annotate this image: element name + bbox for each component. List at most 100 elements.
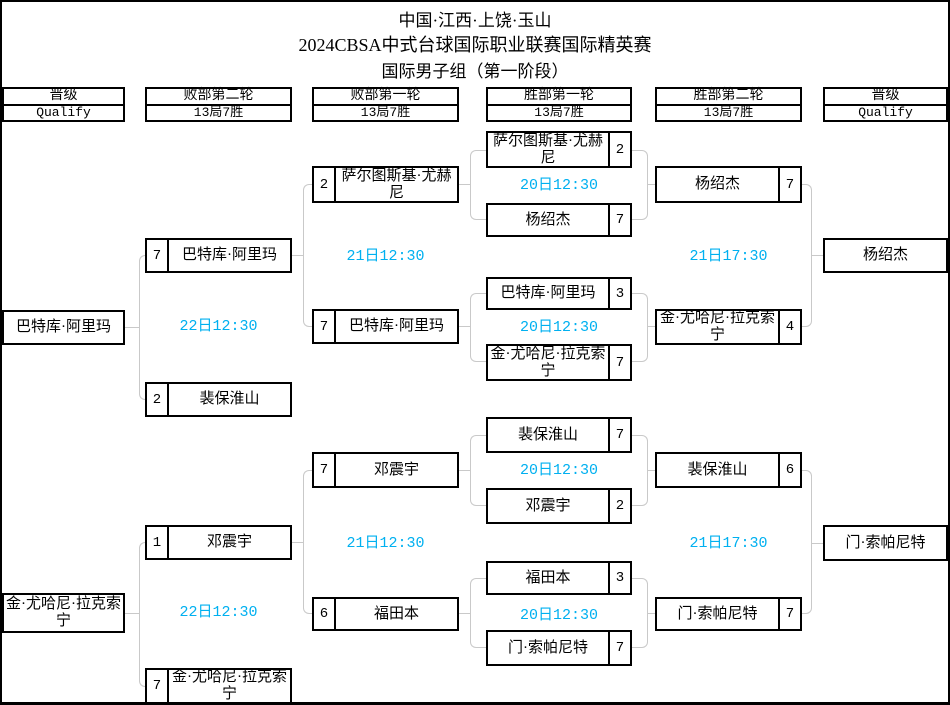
player-box-w1m2-p2: 金·尤哈尼·拉克索宁 7 xyxy=(486,344,632,381)
event-group-title: 国际男子组（第一阶段） xyxy=(381,62,569,81)
header-winners-r2: 胜部第二轮 13局7胜 xyxy=(655,87,802,122)
connector-tail xyxy=(125,327,139,328)
connector-l2-bottom xyxy=(139,542,145,687)
player-name: 巴特库·阿里玛 xyxy=(182,247,277,263)
header-round-label: 胜部第一轮 xyxy=(488,89,630,106)
player-name: 巴特库·阿里玛 xyxy=(500,285,596,301)
connector-tail xyxy=(812,543,823,544)
player-box-l1m2-p2: 6 福田本 xyxy=(312,597,459,631)
header-round-label: 败部第二轮 xyxy=(147,89,290,106)
score-cell: 7 xyxy=(608,205,630,235)
score-cell: 7 xyxy=(778,168,800,201)
score-cell: 1 xyxy=(147,527,169,558)
player-name: 门·索帕尼特 xyxy=(508,639,588,656)
connector-w1m3-left xyxy=(470,435,486,506)
player-box-w1m3-p1: 裴保淮山 7 xyxy=(486,417,632,453)
player-name: 裴保淮山 xyxy=(199,391,260,407)
player-name: 巴特库·阿里玛 xyxy=(349,318,444,334)
connector-l2-top xyxy=(139,255,145,400)
player-name: 邓震宇 xyxy=(206,534,252,550)
player-name: 裴保淮山 xyxy=(517,426,578,443)
player-name: 萨尔图斯基·尤赫尼 xyxy=(493,132,603,166)
connector-tail xyxy=(125,613,139,614)
player-box-w1m3-p2: 邓震宇 2 xyxy=(486,488,632,524)
score-cell: 4 xyxy=(778,311,800,343)
score-cell: 2 xyxy=(608,490,630,522)
qualifier-left-top: 巴特库·阿里玛 xyxy=(2,310,125,345)
header-format-label: 13局7胜 xyxy=(360,105,411,121)
connector-tail xyxy=(459,470,470,471)
score-cell: 7 xyxy=(147,240,169,271)
match-date-l2m2: 22日12:30 xyxy=(179,604,258,621)
score-cell: 7 xyxy=(314,311,336,342)
connector-w1m1-right xyxy=(632,150,648,220)
header-winners-r1: 胜部第一轮 13局7胜 xyxy=(486,87,632,122)
score-cell: 2 xyxy=(314,168,336,201)
player-box-l1m2-p1: 7 邓震宇 xyxy=(312,452,459,488)
header-format-label: 13局7胜 xyxy=(703,105,754,121)
connector-w1m1-left xyxy=(470,150,486,220)
qualifier-right-top: 杨绍杰 xyxy=(823,238,948,273)
connector-tail xyxy=(648,613,655,614)
connector-l1-top xyxy=(303,184,312,327)
event-name-title: 2024CBSA中式台球国际职业联赛国际精英赛 xyxy=(298,35,652,55)
match-date-l2m1: 22日12:30 xyxy=(179,318,258,335)
header-qualify-right: 晋级 Qualify xyxy=(823,87,948,122)
player-box-w2m1-p1: 杨绍杰 7 xyxy=(655,166,802,203)
score-cell: 3 xyxy=(608,279,630,308)
player-box-w1m2-p1: 巴特库·阿里玛 3 xyxy=(486,277,632,310)
match-date-w1m2: 20日12:30 xyxy=(519,319,598,336)
connector-tail xyxy=(292,542,303,543)
header-round-label: 晋级 xyxy=(4,89,123,106)
header-round-label: 晋级 xyxy=(825,89,946,106)
player-name: 福田本 xyxy=(373,605,419,622)
player-box-w1m4-p2: 门·索帕尼特 7 xyxy=(486,630,632,666)
header-round-label: 败部第一轮 xyxy=(314,89,457,106)
header-format-label: 13局7胜 xyxy=(534,105,584,121)
player-name: 杨绍杰 xyxy=(525,211,571,228)
header-format-label: 13局7胜 xyxy=(193,105,244,121)
connector-w1m4-right xyxy=(632,578,648,648)
player-name: 金·尤哈尼·拉克索宁 xyxy=(172,669,287,702)
player-name: 金·尤哈尼·拉克索宁 xyxy=(660,310,775,343)
score-cell: 7 xyxy=(778,599,800,629)
player-box-l2m1-p2: 2 裴保淮山 xyxy=(145,382,292,417)
score-cell: 3 xyxy=(608,563,630,593)
match-date-w1m1: 20日12:30 xyxy=(519,177,598,194)
header-format-label: Qualify xyxy=(36,105,91,121)
score-cell: 2 xyxy=(608,133,630,166)
match-date-w2m2: 21日17:30 xyxy=(689,535,768,552)
header-losers-r2: 败部第二轮 13局7胜 xyxy=(145,87,292,122)
qualifier-left-bottom: 金·尤哈尼·拉克索宁 xyxy=(2,593,125,633)
player-box-l1m1-p2: 7 巴特库·阿里玛 xyxy=(312,309,459,344)
header-losers-r1: 败部第一轮 13局7胜 xyxy=(312,87,459,122)
player-name: 邓震宇 xyxy=(373,461,419,478)
player-box-w2m2-p1: 裴保淮山 6 xyxy=(655,452,802,488)
connector-tail xyxy=(648,470,655,471)
connector-tail xyxy=(648,184,655,185)
player-box-l1m1-p1: 2 萨尔图斯基·尤赫尼 xyxy=(312,166,459,203)
score-cell: 7 xyxy=(608,632,630,664)
score-cell: 7 xyxy=(314,454,336,486)
player-name: 萨尔图斯基·尤赫尼 xyxy=(341,167,452,201)
player-name: 裴保淮山 xyxy=(687,461,748,478)
qualifier-right-bottom: 门·索帕尼特 xyxy=(823,525,948,561)
player-name: 门·索帕尼特 xyxy=(677,605,758,622)
player-box-w2m2-p2: 门·索帕尼特 7 xyxy=(655,597,802,631)
header-qualify-left: 晋级 Qualify xyxy=(2,87,125,122)
connector-w1m3-right xyxy=(632,435,648,506)
player-box-w2m1-p2: 金·尤哈尼·拉克索宁 4 xyxy=(655,309,802,345)
connector-tail xyxy=(459,326,470,327)
score-cell: 6 xyxy=(314,599,336,629)
connector-tail xyxy=(459,184,470,185)
score-cell: 2 xyxy=(147,384,169,415)
match-date-l1m1: 21日12:30 xyxy=(346,248,425,265)
player-name: 金·尤哈尼·拉克索宁 xyxy=(490,345,606,379)
player-box-l2m2-p1: 1 邓震宇 xyxy=(145,525,292,560)
connector-w1m2-right xyxy=(632,293,648,362)
connector-w1m4-left xyxy=(470,578,486,648)
connector-tail xyxy=(459,613,470,614)
match-date-w1m4: 20日12:30 xyxy=(519,607,598,624)
match-date-w2m1: 21日17:30 xyxy=(689,248,768,265)
